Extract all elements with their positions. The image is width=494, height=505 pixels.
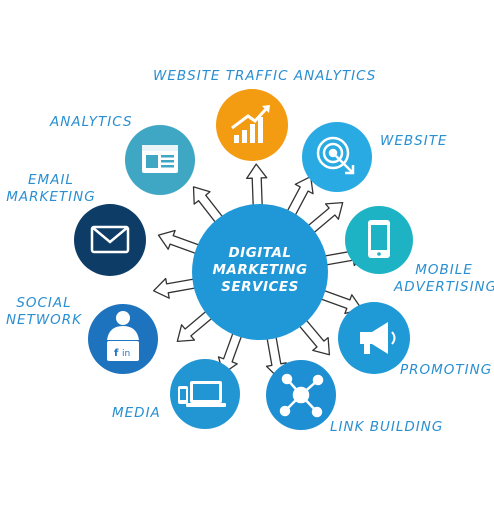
growth-chart-icon [231, 105, 270, 143]
hub-line-1: DIGITAL [228, 245, 292, 261]
label-analytics: ANALYTICS [50, 114, 133, 130]
node-email[interactable] [74, 204, 146, 276]
node-website-traffic[interactable] [216, 89, 288, 161]
label-email-line-2: MARKETING [6, 189, 96, 205]
node-media[interactable] [170, 359, 240, 429]
node-social[interactable]: f in [88, 304, 158, 374]
hub-line-3: SERVICES [221, 279, 299, 295]
smartphone-icon [368, 220, 390, 258]
node-analytics[interactable] [125, 125, 195, 195]
svg-text:f: f [114, 348, 119, 359]
network-nodes-icon [279, 373, 324, 418]
label-social-network: SOCIAL NETWORK [4, 295, 84, 329]
svg-text:in: in [122, 349, 130, 359]
browser-window-icon [142, 145, 178, 173]
node-link-building[interactable] [266, 360, 336, 430]
node-mobile[interactable] [345, 206, 413, 274]
label-link-building: LINK BUILDING [330, 419, 444, 435]
node-website[interactable] [302, 122, 372, 192]
label-social-line-2: NETWORK [5, 312, 83, 328]
target-cursor-icon [316, 136, 355, 175]
label-mobile-line-1: MOBILE [415, 262, 473, 278]
node-promoting[interactable] [338, 302, 410, 374]
label-mobile-line-2: ADVERTISING [394, 279, 494, 295]
label-promoting: PROMOTING [400, 362, 493, 378]
envelope-icon [90, 225, 130, 254]
label-email-marketing: EMAIL MARKETING [6, 172, 96, 206]
hub-title: DIGITAL MARKETING SERVICES [205, 245, 315, 296]
label-website: WEBSITE [380, 133, 448, 149]
label-social-line-1: SOCIAL [16, 295, 72, 311]
hub-circle [192, 204, 328, 340]
devices-icon [178, 381, 226, 407]
social-person-icon: f in [107, 311, 139, 361]
hub-line-2: MARKETING [212, 262, 308, 278]
megaphone-icon [360, 322, 396, 354]
label-website-traffic: WEBSITE TRAFFIC ANALYTICS [153, 68, 377, 84]
label-email-line-1: EMAIL [28, 172, 74, 188]
label-mobile-advertising: MOBILE ADVERTISING [394, 262, 494, 296]
label-media: MEDIA [112, 405, 161, 421]
